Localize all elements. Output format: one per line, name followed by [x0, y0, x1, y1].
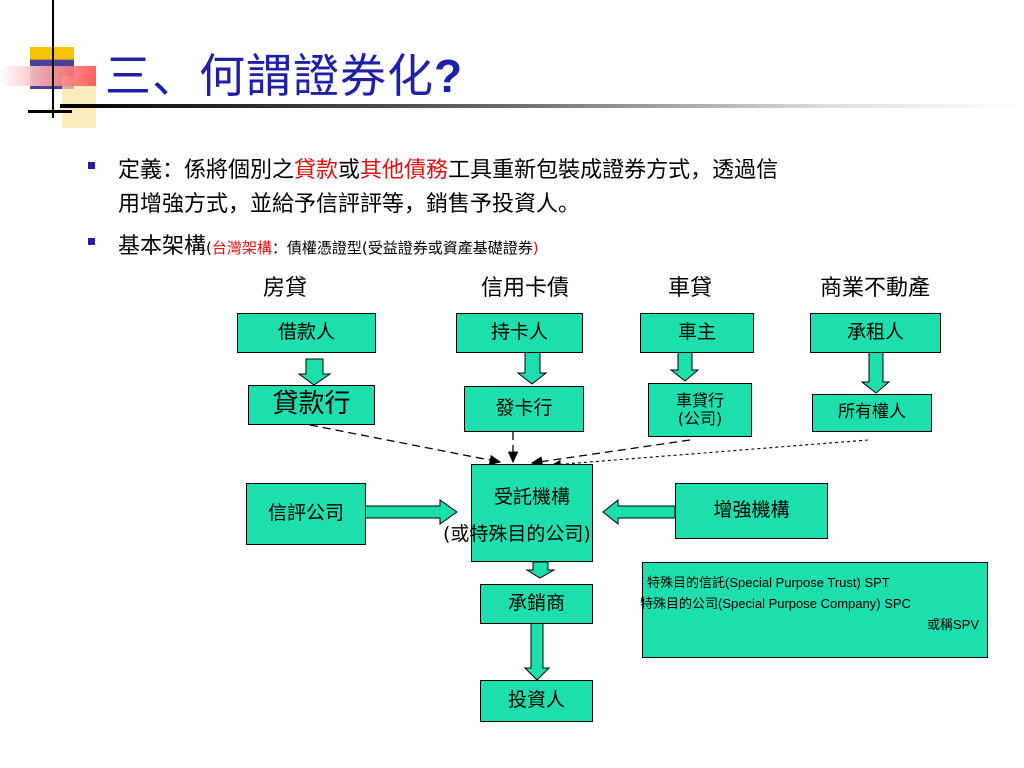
bullet-1-part-3: 或: [338, 158, 361, 183]
box-auto-lender: 車貸行 (公司): [648, 383, 752, 437]
box-lessee: 承租人: [810, 313, 941, 353]
bullet-1-part-2: 貸款: [294, 158, 339, 183]
column-head-credit-card: 信用卡債: [480, 276, 569, 301]
slide-title: 三、何謂證券化?: [105, 40, 463, 106]
deco-vertical-line: [52, 0, 54, 118]
bullet-2-sub-red: 台灣架構: [211, 239, 272, 257]
slide-title-suffix: ?: [434, 50, 464, 102]
bullet-1-part-5: 工具重新包裝成證券方式，透過信: [448, 158, 779, 183]
box-credit-enhancer: 增強機構: [675, 483, 828, 539]
bullet-marker-1: [88, 162, 95, 169]
bullet-2-paren-close: ): [532, 239, 539, 257]
spv-note-line-1: 特殊目的信託(Special Purpose Trust) SPT: [647, 575, 890, 590]
box-trustee-label: 受託機構: [493, 486, 570, 508]
box-borrower: 借款人: [237, 313, 376, 353]
dashed-arrow-from-owner: [550, 439, 869, 469]
box-auto-lender-line-2: (公司): [677, 409, 723, 428]
box-car-owner: 車主: [640, 313, 754, 353]
box-rating-agency: 信評公司: [246, 483, 366, 545]
bullet-2-main: 基本架構: [118, 234, 207, 259]
box-owner: 所有權人: [812, 394, 932, 432]
title-underline: [60, 104, 1020, 108]
bullet-2-line: 基本架構(台灣架構：債權憑證型(受益證券或資產基礎證券): [118, 228, 539, 260]
bullet-2-paren-open: (: [206, 239, 212, 257]
box-lender-bank: 貸款行: [248, 385, 375, 425]
box-trustee: 受託機構: [471, 464, 593, 562]
deco-red-bar: [0, 66, 96, 86]
block-arrow-rating-to-trustee: [364, 499, 458, 525]
column-head-mortgage: 房貸: [262, 276, 307, 301]
bullet-1-part-4: 其他債務: [360, 158, 449, 183]
dashed-arrow-from-auto-lender: [530, 439, 691, 467]
column-head-commercial-real-estate: 商業不動產: [819, 276, 930, 301]
block-arrow-credit-card: [516, 350, 548, 385]
box-card-issuer: 發卡行: [464, 386, 584, 432]
bullet-1-part-1: 定義：係將個別之: [118, 158, 295, 183]
spv-note-line-2: 特殊目的公司(Special Purpose Company) SPC: [640, 596, 911, 611]
block-arrow-to-investor: [523, 621, 551, 681]
spv-note-box: 特殊目的信託(Special Purpose Trust) SPT 特殊目的公司…: [640, 562, 988, 658]
dashed-arrow-from-lender: [309, 424, 502, 466]
bullet-1-line-1: 定義：係將個別之貸款或其他債務工具重新包裝成證券方式，透過信: [118, 152, 778, 184]
bullet-marker-2: [88, 238, 95, 245]
deco-horizontal-line-short: [28, 110, 72, 113]
box-auto-lender-line-1: 車貸行: [675, 390, 724, 410]
slide-title-text: 三、何謂證券化: [105, 49, 434, 103]
block-arrow-enhancer-to-trustee: [602, 498, 676, 526]
block-arrow-auto-loan: [669, 350, 700, 382]
block-arrow-to-underwriter: [525, 561, 556, 579]
bullet-2-sub-rest: ：債權憑證型(受益證券或資產基礎證券: [271, 239, 533, 257]
block-arrow-mortgage: [297, 358, 332, 386]
bullet-1-line-2: 用增強方式，並給予信評評等，銷售予投資人。: [118, 192, 581, 217]
spv-note-line-3: 或稱SPV: [926, 617, 979, 632]
box-cardholder: 持卡人: [456, 313, 583, 353]
column-head-auto-loan: 車貸: [667, 276, 712, 301]
trustee-sublabel: (或特殊目的公司): [443, 523, 591, 545]
block-arrow-commercial: [860, 350, 891, 394]
box-underwriter: 承銷商: [480, 584, 593, 624]
box-investor: 投資人: [480, 680, 593, 722]
